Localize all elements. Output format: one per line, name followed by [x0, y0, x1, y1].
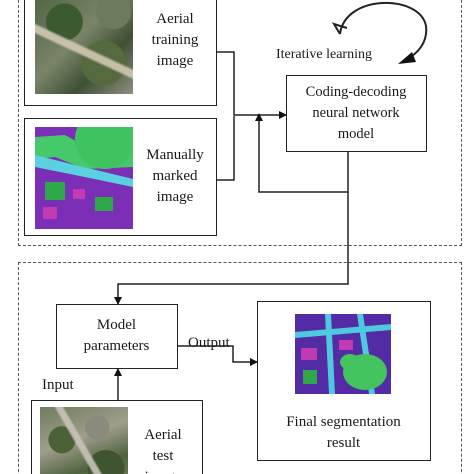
coding-decoding-model-box: Coding-decoding neural network model — [286, 75, 427, 152]
model-parameters-label: Model parameters — [83, 317, 150, 354]
marked-to-model-line — [217, 116, 235, 181]
marked-mask-shapes — [35, 127, 133, 229]
final-segmentation-box: Final segmentation result — [257, 301, 431, 461]
testing-stage-frame — [18, 262, 462, 474]
marked-mask-image — [35, 127, 133, 229]
aerial-training-box: Aerial training image — [24, 0, 217, 106]
training-stage-frame — [18, 0, 462, 246]
aerial-test-box: Aerial test image — [31, 400, 203, 474]
coding-decoding-model-label: Coding-decoding neural network model — [305, 84, 407, 142]
aerial-test-label: Aerial test image — [144, 427, 182, 474]
aerial-training-label: Aerial training image — [151, 11, 199, 69]
manually-marked-box: Manually marked image — [24, 118, 217, 236]
iterative-learning-label: Iterative learning — [275, 47, 372, 62]
aerial-test-photo — [40, 407, 128, 474]
aerial-training-photo — [35, 0, 133, 94]
model-feedback-line — [255, 113, 349, 193]
segmentation-result-shapes — [295, 314, 391, 394]
segmentation-result-image — [295, 314, 391, 394]
model-parameters-box: Model parameters — [56, 304, 178, 369]
final-segmentation-label: Final segmentation result — [286, 414, 401, 451]
iterative-loop-arrow — [339, 1, 428, 61]
params-to-result-line — [178, 345, 258, 366]
manually-marked-label: Manually marked image — [146, 147, 204, 205]
input-label: Input — [42, 377, 74, 393]
output-label: Output — [188, 335, 230, 351]
model-to-params-line — [114, 192, 349, 305]
